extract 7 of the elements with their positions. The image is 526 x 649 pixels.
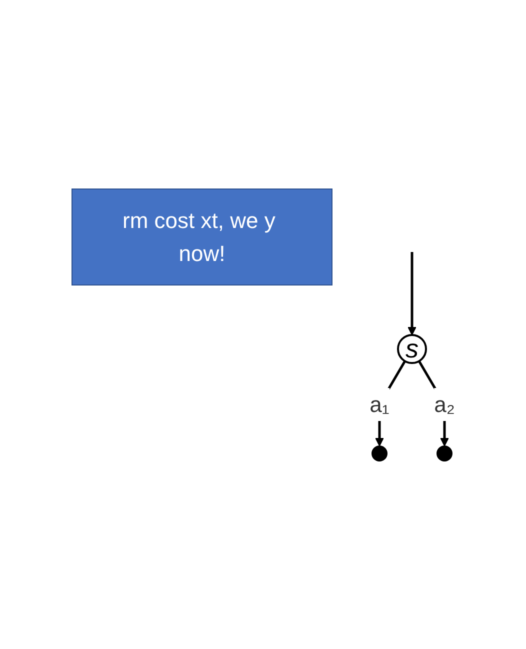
edge-label: a₂ xyxy=(434,392,454,416)
node-circle: s xyxy=(396,334,427,364)
edge-label: a₁ xyxy=(369,392,389,416)
arrow xyxy=(407,252,416,335)
node-circle xyxy=(371,445,388,461)
node-box: rm cost xt, we y now! xyxy=(71,188,332,285)
node-circle xyxy=(436,445,452,461)
